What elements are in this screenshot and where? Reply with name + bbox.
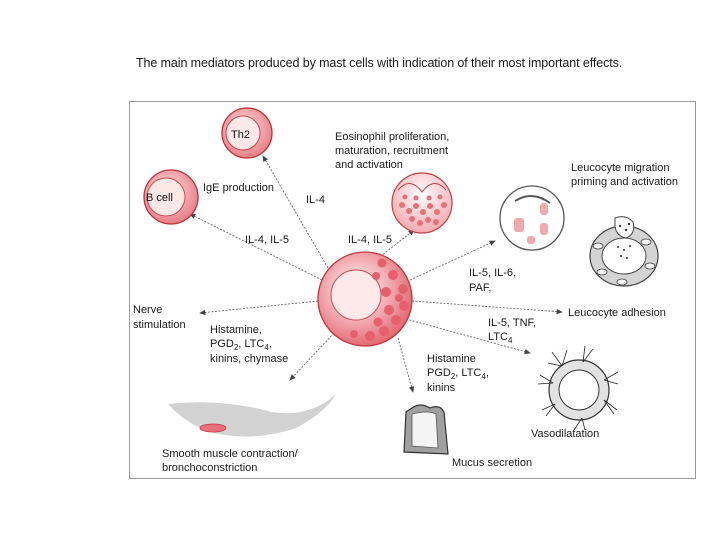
figure-title: The main mediators produced by mast cell… bbox=[136, 56, 623, 70]
label-eosinophil-3: and activation bbox=[335, 159, 403, 171]
label-pgd2-ltc4-left: PGD2, LTC4, bbox=[210, 338, 272, 353]
th2-label: Th2 bbox=[231, 129, 250, 141]
label-ltc4-right: LTC4 bbox=[488, 331, 513, 346]
arrows bbox=[189, 155, 563, 393]
arrow-to-smooth-muscle bbox=[289, 332, 335, 381]
label-il4-il5-left: IL-4, IL-5 bbox=[245, 234, 290, 246]
vasodilated-vessel bbox=[537, 345, 619, 431]
arrow-to-th2 bbox=[262, 155, 329, 269]
label-leucocyte-migration-1: Leucocyte migration bbox=[571, 162, 670, 174]
smooth-muscle bbox=[168, 394, 336, 437]
label-il5-tnf: IL-5, TNF, bbox=[488, 317, 537, 329]
label-histamine-center: Histamine bbox=[427, 353, 476, 365]
mucus-cell bbox=[403, 404, 449, 455]
label-smooth-muscle-2: bronchoconstriction bbox=[162, 462, 258, 474]
mast-cell bbox=[317, 251, 413, 347]
leucocyte-cell bbox=[499, 185, 565, 251]
th2-cell bbox=[221, 107, 273, 159]
vessel-leucocyte-adhesion bbox=[589, 216, 659, 287]
arrow-to-leucocyte-migration bbox=[409, 240, 496, 281]
arrow-to-mucus bbox=[397, 337, 415, 393]
label-ige-production: IgE production bbox=[203, 182, 274, 194]
label-paf: PAF, bbox=[469, 282, 492, 294]
arrow-to-b-cell bbox=[189, 213, 323, 281]
label-mucus-secretion: Mucus secretion bbox=[452, 457, 533, 469]
arrow-to-leucocyte-adhesion bbox=[411, 300, 563, 315]
label-smooth-muscle-1: Smooth muscle contraction/ bbox=[162, 448, 298, 460]
arrow-to-nerve bbox=[199, 300, 319, 316]
arrow-to-vasodilatation bbox=[405, 318, 531, 355]
label-leucocyte-adhesion: Leucocyte adhesion bbox=[568, 307, 666, 319]
label-eosinophil-2: maturation, recruitment bbox=[335, 145, 449, 157]
label-il5-il6: IL-5, IL-6, bbox=[469, 267, 517, 279]
label-il4-il5-center: IL-4, IL-5 bbox=[348, 234, 393, 246]
label-kinins-chymase: kinins, chymase bbox=[210, 353, 289, 365]
label-stimulation: stimulation bbox=[133, 319, 186, 331]
b-cell-label: B cell bbox=[146, 192, 173, 204]
label-nerve: Nerve bbox=[133, 304, 163, 316]
diagram-frame bbox=[129, 101, 696, 479]
label-histamine-left: Histamine, bbox=[210, 324, 262, 336]
label-eosinophil-1: Eosinophil proliferation, bbox=[335, 131, 450, 143]
label-leucocyte-migration-2: priming and activation bbox=[571, 176, 679, 188]
eosinophil-cell bbox=[391, 172, 453, 234]
b-cell bbox=[143, 169, 199, 225]
label-vasodilatation: Vasodilatation bbox=[531, 428, 600, 440]
label-pgd2-ltc4-center: PGD2, LTC4, bbox=[427, 367, 489, 382]
label-il4-top: IL-4 bbox=[306, 194, 325, 206]
label-kinins-center: kinins bbox=[427, 382, 456, 394]
